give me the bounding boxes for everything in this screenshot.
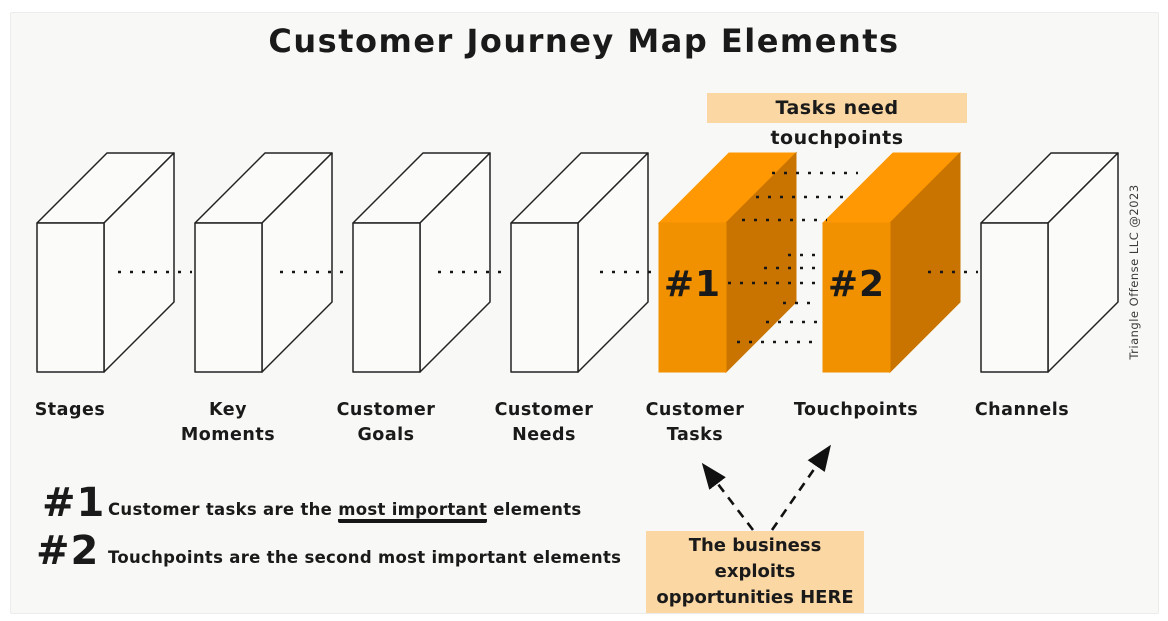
note-marker-2: #2: [36, 528, 100, 574]
business-opportunity-callout: The business exploits opportunities HERE: [646, 531, 864, 613]
label-channels: Channels: [974, 400, 1070, 420]
label-stages: Stages: [34, 400, 106, 420]
note-1-underlined: most important: [338, 500, 488, 523]
box-touchpoints: [821, 151, 962, 374]
note-1-suffix: elements: [487, 500, 582, 519]
label-key-moments: Key Moments: [180, 400, 276, 445]
box-customer-needs: [510, 152, 649, 373]
label-touchpoints: Touchpoints: [793, 400, 919, 420]
callout-line-1: The business exploits: [688, 535, 822, 582]
box-channels: [980, 152, 1119, 373]
dotted-links-tasks-touchpoints: [728, 171, 858, 344]
label-customer-needs: Customer Needs: [494, 400, 594, 445]
note-2-prefix: Touchpoints are the second most importan…: [108, 548, 622, 567]
box-key-moments: [194, 152, 333, 373]
dashed-arrow-right: [770, 444, 831, 531]
page-title: Customer Journey Map Elements: [268, 22, 900, 60]
box-stages: [36, 152, 175, 373]
label-customer-tasks: Customer Tasks: [645, 400, 745, 445]
dashed-arrow-left: [701, 462, 755, 531]
box-customer-tasks: [657, 151, 798, 374]
callout-line-2: opportunities HERE: [656, 587, 854, 608]
box-customer-goals: [352, 152, 491, 373]
note-marker-1: #1: [42, 480, 106, 526]
note-text-2: Touchpoints are the second most importan…: [108, 547, 621, 569]
badge-rank-1: #1: [663, 264, 722, 305]
badge-rank-2: #2: [827, 264, 886, 305]
note-1-prefix: Customer tasks are the: [108, 500, 339, 519]
tasks-need-touchpoints-note: Tasks need touchpoints: [707, 93, 967, 149]
note-text-1: Customer tasks are the most important el…: [108, 499, 582, 523]
watermark-credit: Triangle Offense LLC @2023: [1127, 184, 1141, 360]
label-customer-goals: Customer Goals: [336, 400, 436, 445]
